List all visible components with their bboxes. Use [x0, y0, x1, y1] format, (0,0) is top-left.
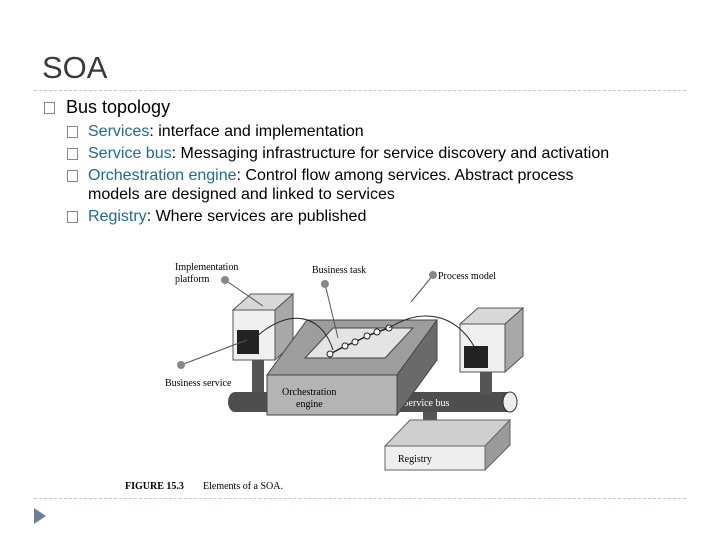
term-services: Services	[88, 123, 150, 140]
right-platform-pipe	[480, 372, 492, 394]
registry-box	[384, 445, 486, 471]
bullet-box-icon	[67, 170, 78, 182]
sub-bullet-registry: Registry: Where services are published	[88, 208, 367, 225]
next-slide-arrow-icon[interactable]	[34, 508, 46, 524]
bottom-divider	[34, 498, 686, 499]
term-orchestration-engine: Orchestration engine	[88, 167, 237, 184]
callout-dot	[177, 361, 185, 369]
term-registry: Registry	[88, 208, 147, 225]
label-orchestration-2: engine	[296, 399, 323, 410]
label-business-task: Business task	[312, 265, 366, 276]
soa-figure: Registry Service bus Orchestration engin…	[125, 262, 525, 492]
term-service-bus: Service bus	[88, 145, 172, 162]
bullet-box-icon	[67, 211, 78, 223]
right-service-block	[464, 346, 488, 368]
callout-dot	[321, 280, 329, 288]
bullet-box-icon	[67, 148, 78, 160]
callout-line	[224, 279, 264, 307]
process-node	[341, 342, 349, 350]
left-service-block	[237, 330, 259, 354]
left-platform-pipe	[252, 360, 264, 392]
label-impl-1: Implementation	[175, 262, 238, 273]
callout-line	[410, 274, 434, 303]
sub-bullet-orchestration: Orchestration engine: Control flow among…	[88, 167, 574, 184]
process-node	[326, 350, 334, 358]
label-business-service: Business service	[165, 378, 232, 389]
caption-text: Elements of a SOA.	[203, 481, 283, 492]
label-registry: Registry	[398, 454, 432, 465]
process-node	[373, 328, 381, 336]
label-service-bus: Service bus	[403, 398, 449, 409]
bus-end-right	[502, 391, 518, 413]
link-arc-right	[388, 315, 476, 349]
slide-title: SOA	[42, 50, 108, 85]
process-model-tray	[303, 327, 415, 359]
label-impl-2: platform	[175, 274, 210, 285]
bullet-bus-topology: Bus topology	[66, 97, 171, 117]
callout-line	[324, 283, 339, 339]
label-orchestration-1: Orchestration	[282, 387, 336, 398]
sub-bullet-orchestration-cont: models are designed and linked to servic…	[88, 186, 395, 203]
link-arc-left	[254, 317, 334, 351]
orchestration-engine	[266, 374, 398, 416]
sub-bullet-service-bus: Service bus: Messaging infrastructure fo…	[88, 145, 610, 162]
label-process-model: Process model	[438, 271, 496, 282]
bus-end-left	[228, 392, 242, 412]
sub-bullet-services: Services: interface and implementation	[88, 123, 364, 140]
top-divider	[34, 90, 686, 91]
bullet-box-icon	[44, 102, 55, 114]
process-node	[363, 332, 371, 340]
callout-line	[180, 339, 248, 366]
bullet-box-icon	[67, 126, 78, 138]
process-node	[351, 338, 359, 346]
callout-dot	[221, 276, 229, 284]
caption-number: FIGURE 15.3	[125, 481, 184, 492]
callout-dot	[429, 271, 437, 279]
